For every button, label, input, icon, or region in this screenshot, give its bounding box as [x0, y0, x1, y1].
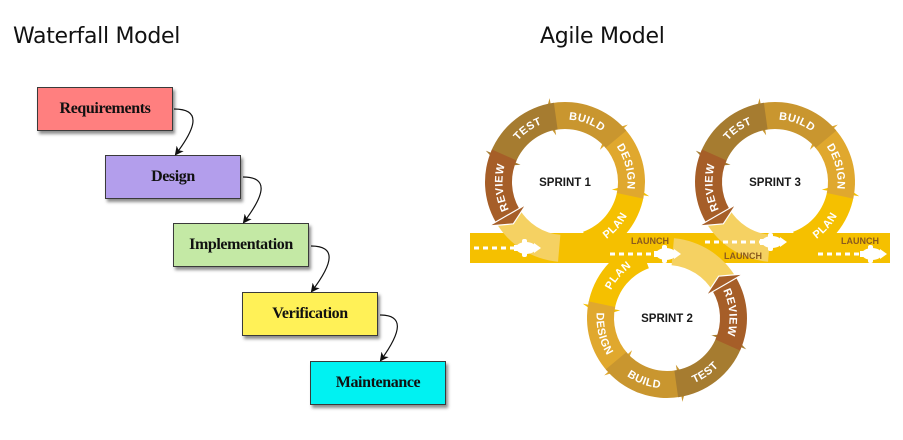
sprint-3-review-segment	[695, 149, 730, 222]
stage-verification: Verification	[242, 292, 378, 336]
sprint-2-review-arrowhead	[705, 273, 744, 297]
sprint-2-design-segment	[587, 301, 628, 372]
sprint-3-test-segment	[700, 102, 768, 163]
sprint-1	[482, 95, 653, 262]
arrow-design-to-implementation	[242, 176, 262, 224]
launch-label-1: LAUNCH	[631, 236, 669, 246]
sprint-2-build-segment	[605, 352, 681, 398]
launch-label-2: LAUNCH	[724, 251, 762, 261]
sprint-1-design-segment	[604, 128, 645, 199]
launch-label-3: LAUNCH	[841, 236, 879, 246]
rocket-icon-4	[860, 245, 887, 263]
sprint-2-review-segment	[712, 278, 747, 351]
stage-design: Design	[105, 155, 241, 199]
track-dots-1	[474, 246, 515, 250]
stage-maintenance: Maintenance	[310, 361, 446, 405]
sprint-2-test-segment	[674, 337, 742, 398]
sprint-3-design-segment	[814, 128, 855, 199]
rocket-icon-3	[760, 233, 787, 251]
sprint-1-test-segment	[490, 102, 558, 163]
arrow-verification-to-maintenance	[379, 314, 398, 362]
sprint-1-review-segment	[485, 149, 520, 222]
sprint-1-label: SPRINT 1	[539, 177, 591, 189]
track-dots-2	[610, 252, 651, 256]
sprint-3-review-arrowhead	[698, 203, 737, 227]
sprint-3-plan-segment	[793, 191, 854, 258]
arrow-implementation-to-verification	[310, 245, 330, 293]
sprint-2-plan-segment	[588, 242, 649, 309]
stage-requirements: Requirements	[37, 87, 173, 131]
sprint-1-plan-segment	[583, 191, 644, 258]
rocket-icon-1	[514, 239, 541, 257]
sprint-3-build-segment	[761, 102, 837, 148]
waterfall-title: Waterfall Model	[13, 24, 181, 49]
track-dots-4	[818, 252, 859, 256]
sprint-1-build-segment	[551, 102, 627, 148]
arrow-requirements-to-design	[173, 108, 194, 156]
sprint-3	[692, 95, 863, 262]
rocket-icon-2	[654, 245, 681, 263]
stage-implementation: Implementation	[173, 223, 309, 267]
sprint-2-label: SPRINT 2	[641, 313, 693, 325]
sprint-3-label: SPRINT 3	[749, 177, 801, 189]
sprint-1-review-arrowhead	[488, 203, 527, 227]
sprint-2	[579, 238, 750, 405]
agile-title: Agile Model	[540, 24, 665, 49]
waterfall-arrows	[173, 108, 398, 362]
